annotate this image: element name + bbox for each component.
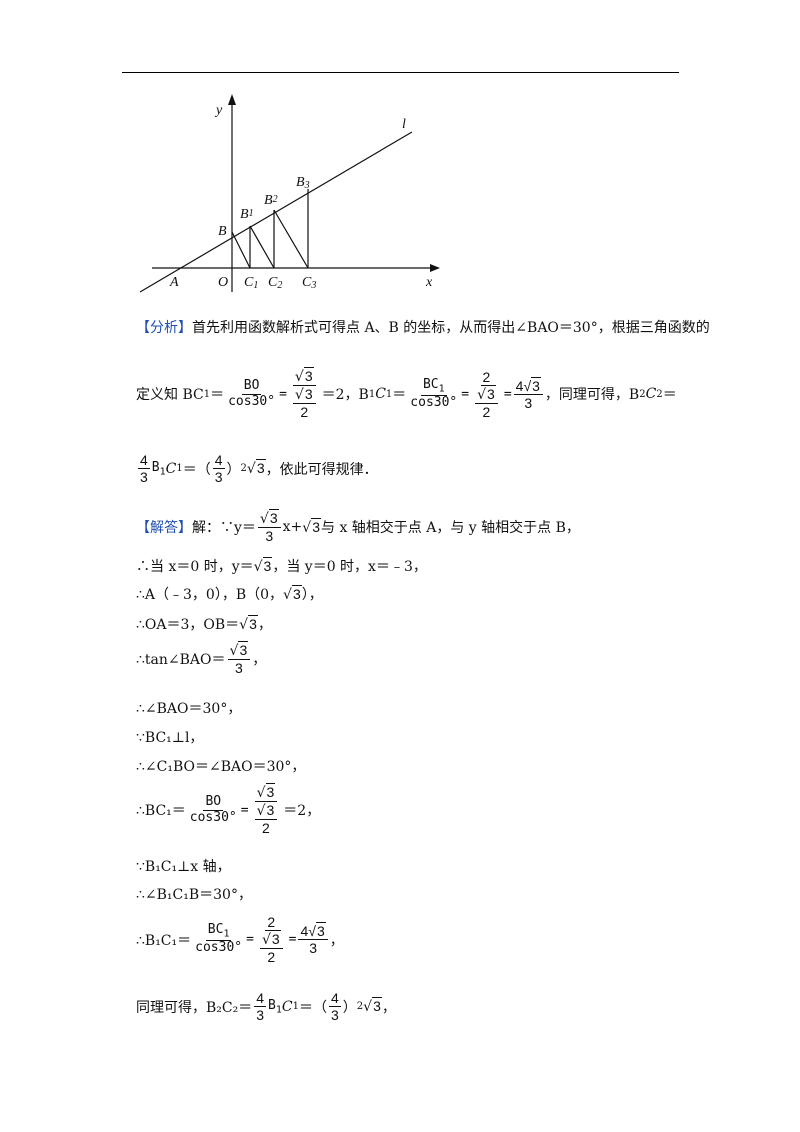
label-y: y	[214, 103, 223, 118]
x-axis-arrow-icon	[430, 264, 440, 272]
fraction-bc1-cos30: BC1 cos30°	[410, 376, 458, 410]
analysis-text-1: 首先利用函数解析式可得点 A、B 的坐标，从而得出∠BAO＝30°，根据三角函数…	[192, 320, 710, 336]
label-c2: C2	[268, 275, 282, 291]
fraction-bo-cos30: BO cos30°	[228, 377, 276, 409]
analysis-bc1-prefix: 定义知 BC	[136, 387, 204, 404]
solution-tag: 【解答】	[136, 520, 192, 537]
segment-bc1	[231, 231, 251, 269]
solution-line-10: ∵B₁C₁⊥x 轴，	[136, 859, 231, 875]
segment-b2c3	[273, 209, 309, 269]
solution-line-8: ∴∠C₁BO＝∠BAO＝30°，	[136, 759, 306, 775]
label-x: x	[425, 275, 433, 290]
line-l	[139, 131, 413, 293]
solution-line-2: ∴当 x＝0 时，y＝√3，当 y＝0 时，x＝﹣3，	[136, 556, 427, 575]
label-a: A	[169, 275, 179, 290]
label-b3: B3	[296, 175, 310, 191]
label-c1: C1	[244, 275, 258, 291]
analysis-tag: 【分析】	[136, 320, 192, 336]
label-l: l	[402, 117, 406, 132]
solution-line-11: ∴∠B₁C₁B＝30°，	[136, 887, 252, 903]
solution-line-4: ∴OA＝3，OB＝√3，	[136, 614, 272, 633]
label-b1: B1	[240, 207, 254, 222]
solution-line-6: ∴∠BAO＝30°，	[136, 701, 242, 717]
label-b: B	[218, 224, 227, 239]
label-c3: C3	[302, 275, 316, 291]
solution-line-3: ∴A（﹣3，0），B（0，√3），	[136, 584, 323, 603]
solution-line-7: ∵BC₁⊥l，	[136, 730, 204, 746]
fraction-4root3-over-3: 4√3 3	[513, 376, 543, 411]
analysis-line-1: 【分析】 首先利用函数解析式可得点 A、B 的坐标，从而得出∠BAO＝30°，根…	[136, 317, 710, 337]
header-rule	[122, 72, 679, 73]
label-o: O	[218, 275, 228, 290]
label-b2: B2	[264, 193, 278, 208]
coordinate-figure: y l x A O B B1 B2 B3 C1 C2 C3	[139, 94, 440, 293]
segment-b1c2	[249, 225, 275, 269]
y-axis-arrow-icon	[228, 94, 236, 105]
